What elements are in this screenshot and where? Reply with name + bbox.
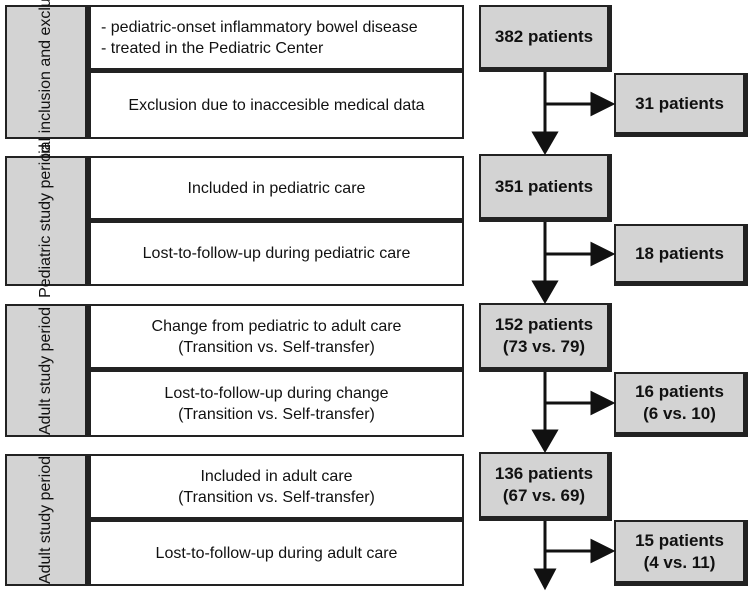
main-count-box: 351 patients xyxy=(479,154,612,222)
inclusion-criteria-box: - pediatric-onset inflammatory bowel dis… xyxy=(89,5,464,73)
down-arrow-head xyxy=(533,568,557,591)
exclusion-criteria-box: Lost-to-follow-up during change (Transit… xyxy=(89,370,464,437)
right-arrow-head xyxy=(590,390,616,416)
phase-label-box: Initial inclusion and exclusion xyxy=(5,0,91,175)
phase-label-box: Pediatric study period xyxy=(5,144,91,298)
main-count-box: 152 patients (73 vs. 79) xyxy=(479,303,612,372)
right-arrow-head xyxy=(590,91,616,117)
main-count-box: 382 patients xyxy=(479,5,612,72)
exclusion-criteria-box: Lost-to-follow-up during adult care xyxy=(89,520,464,586)
down-arrow-head xyxy=(531,280,559,304)
exclusion-criteria-box: Lost-to-follow-up during pediatric care xyxy=(89,221,464,286)
exclusion-criteria-box: Exclusion due to inaccesible medical dat… xyxy=(89,71,464,139)
right-arrow-head xyxy=(590,241,616,267)
excluded-count-box: 31 patients xyxy=(614,73,748,137)
right-arrow-head xyxy=(590,538,616,564)
down-arrow-head xyxy=(531,131,559,155)
excluded-count-box: 16 patients (6 vs. 10) xyxy=(614,372,748,437)
inclusion-criteria-box: Change from pediatric to adult care (Tra… xyxy=(89,304,464,372)
inclusion-criteria-box: Included in adult care (Transition vs. S… xyxy=(89,454,464,522)
excluded-count-box: 18 patients xyxy=(614,224,748,286)
inclusion-criteria-box: Included in pediatric care xyxy=(89,156,464,223)
phase-label-box: Adult study period xyxy=(5,304,91,437)
excluded-count-box: 15 patients (4 vs. 11) xyxy=(614,520,748,586)
main-count-box: 136 patients (67 vs. 69) xyxy=(479,452,612,521)
down-arrow-head xyxy=(531,429,559,453)
phase-label-box: Adult study period xyxy=(5,454,91,586)
